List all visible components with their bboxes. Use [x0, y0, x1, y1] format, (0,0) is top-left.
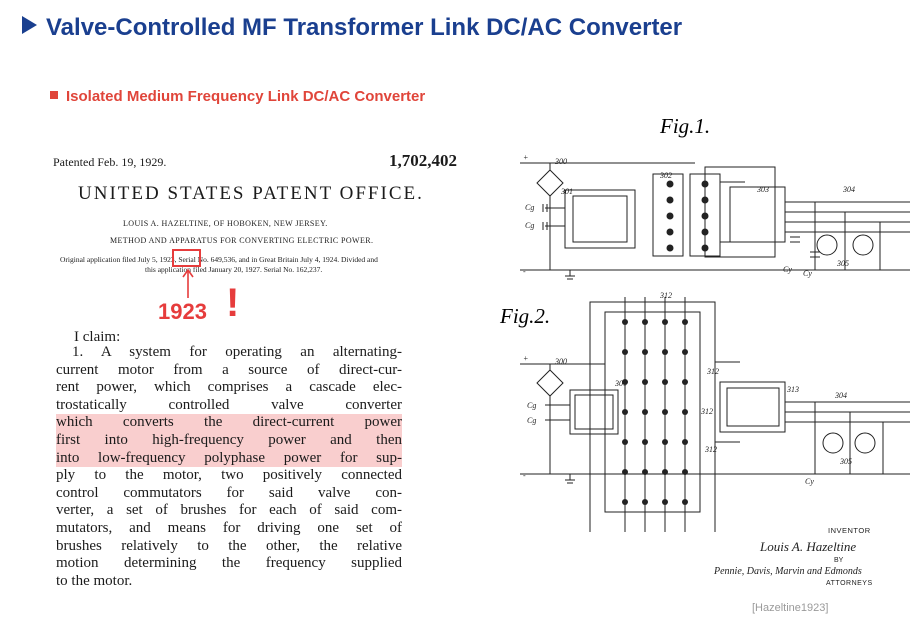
fig1-label: Fig.1. [660, 114, 711, 138]
fig1-text-301: 301 [560, 187, 573, 196]
claim-line-highlighted: which converts the direct-current power [56, 414, 402, 432]
original-line-prefix: Original application filed July 5, [60, 255, 158, 264]
claim-line: to the motor. [56, 572, 133, 589]
fig1-text-cg1: Cg [525, 203, 534, 212]
claim-line: current motor from a source of direct-cu… [56, 361, 402, 378]
fig2-text-plus: + [523, 354, 528, 363]
slide-title-text: Valve-Controlled MF Transformer Link DC/… [46, 14, 683, 41]
claim-line-highlighted: first into high-frequency power and then [56, 431, 402, 450]
claim-heading: I claim: [74, 329, 121, 345]
patent-number: 1,702,402 [389, 151, 457, 170]
callout-exclamation: ! [226, 281, 240, 325]
year-highlight-box [172, 249, 201, 267]
fig1-text-305: 305 [836, 259, 849, 268]
fig2-text-305: 305 [839, 457, 852, 466]
fig2-text-312a: 312 [659, 291, 672, 300]
fig2-text-cy: Cy [805, 477, 814, 486]
circuit-diagrams: + - 300 301 302 303 304 305 Cg Cg Cy Cy [520, 153, 910, 532]
original-line-suffix: Serial No. 649,536, and in Great Britain… [178, 255, 378, 264]
fig2-text-minus: - [523, 471, 526, 480]
fig2-text-312b: 312 [706, 367, 719, 376]
fig1-text-cy2: Cy [803, 269, 812, 278]
claim-line: brushes relatively to the other, the rel… [56, 537, 402, 554]
claim-line: trostatically controlled valve converter [56, 396, 402, 413]
callout-year: 1923 [158, 299, 207, 324]
slide-title: Valve-Controlled MF Transformer Link DC/… [22, 14, 682, 42]
patent-office-title: UNITED STATES PATENT OFFICE. [78, 183, 424, 204]
fig1-text-plus: + [523, 153, 528, 162]
slide-subtitle: Isolated Medium Frequency Link DC/AC Con… [50, 88, 425, 105]
fig1-text-302: 302 [659, 171, 672, 180]
attorneys-signature: Pennie, Davis, Marvin and Edmonds [714, 566, 862, 577]
attorneys-title: ATTORNEYS [826, 580, 873, 587]
inventor-title: INVENTOR [828, 526, 871, 535]
fig2-text-cg1: Cg [527, 401, 536, 410]
patent-divided-application-line: this application filed January 20, 1927.… [145, 265, 323, 274]
bullet-square-icon [50, 91, 58, 99]
claim-text: 1. A system for operating an alternating… [56, 344, 402, 590]
fig2-text-301: 301 [614, 379, 627, 388]
fig1-text-cy1: Cy [783, 265, 792, 274]
fig2-text-312c: 312 [700, 407, 713, 416]
original-year: 1923, [159, 255, 177, 264]
inventor-signature: Louis A. Hazeltine [760, 539, 857, 554]
claim-line: verter, a set of brushes for each of sai… [56, 502, 402, 519]
claim-line: control commutators for said valve con- [56, 484, 402, 501]
citation: [Hazeltine1923] [752, 602, 829, 614]
patent-original-application-line: Original application filed July 5, 1923,… [60, 255, 378, 264]
claim-line: motion determining the frequency supplie… [56, 555, 402, 572]
patent-inventor-line: LOUIS A. HAZELTINE, OF HOBOKEN, NEW JERS… [123, 219, 328, 228]
fig1-text-cg2: Cg [525, 221, 534, 230]
fig1-text-304: 304 [842, 185, 855, 194]
claim-line-highlighted: into low-frequency polyphase power for s… [56, 449, 402, 468]
fig2-text-cg2: Cg [527, 416, 536, 425]
fig2-text-304: 304 [834, 391, 847, 400]
fig2-text-300: 300 [554, 357, 567, 366]
fig2-text-312d: 312 [704, 445, 717, 454]
slide-subtitle-text: Isolated Medium Frequency Link DC/AC Con… [66, 88, 426, 105]
fig1-text-303: 303 [756, 185, 769, 194]
claim-line: ply to the motor, two positively connect… [56, 467, 402, 484]
fig2-label: Fig.2. [500, 304, 551, 328]
bullet-triangle-icon [22, 16, 37, 34]
claim-line: mutators, and means for driving one set … [56, 519, 402, 536]
claim-line: rent power, which comprises a cascade el… [56, 379, 402, 396]
fig1-text-300: 300 [554, 157, 567, 166]
claim-line: 1. A system for operating an alternating… [72, 344, 402, 360]
arrow-up-icon [182, 268, 194, 298]
patent-date: Patented Feb. 19, 1929. [53, 155, 167, 169]
by-label: BY [834, 557, 844, 564]
patent-method-line: METHOD AND APPARATUS FOR CONVERTING ELEC… [110, 236, 374, 245]
fig1-text-minus: - [523, 267, 526, 276]
fig2-text-313: 313 [786, 385, 799, 394]
